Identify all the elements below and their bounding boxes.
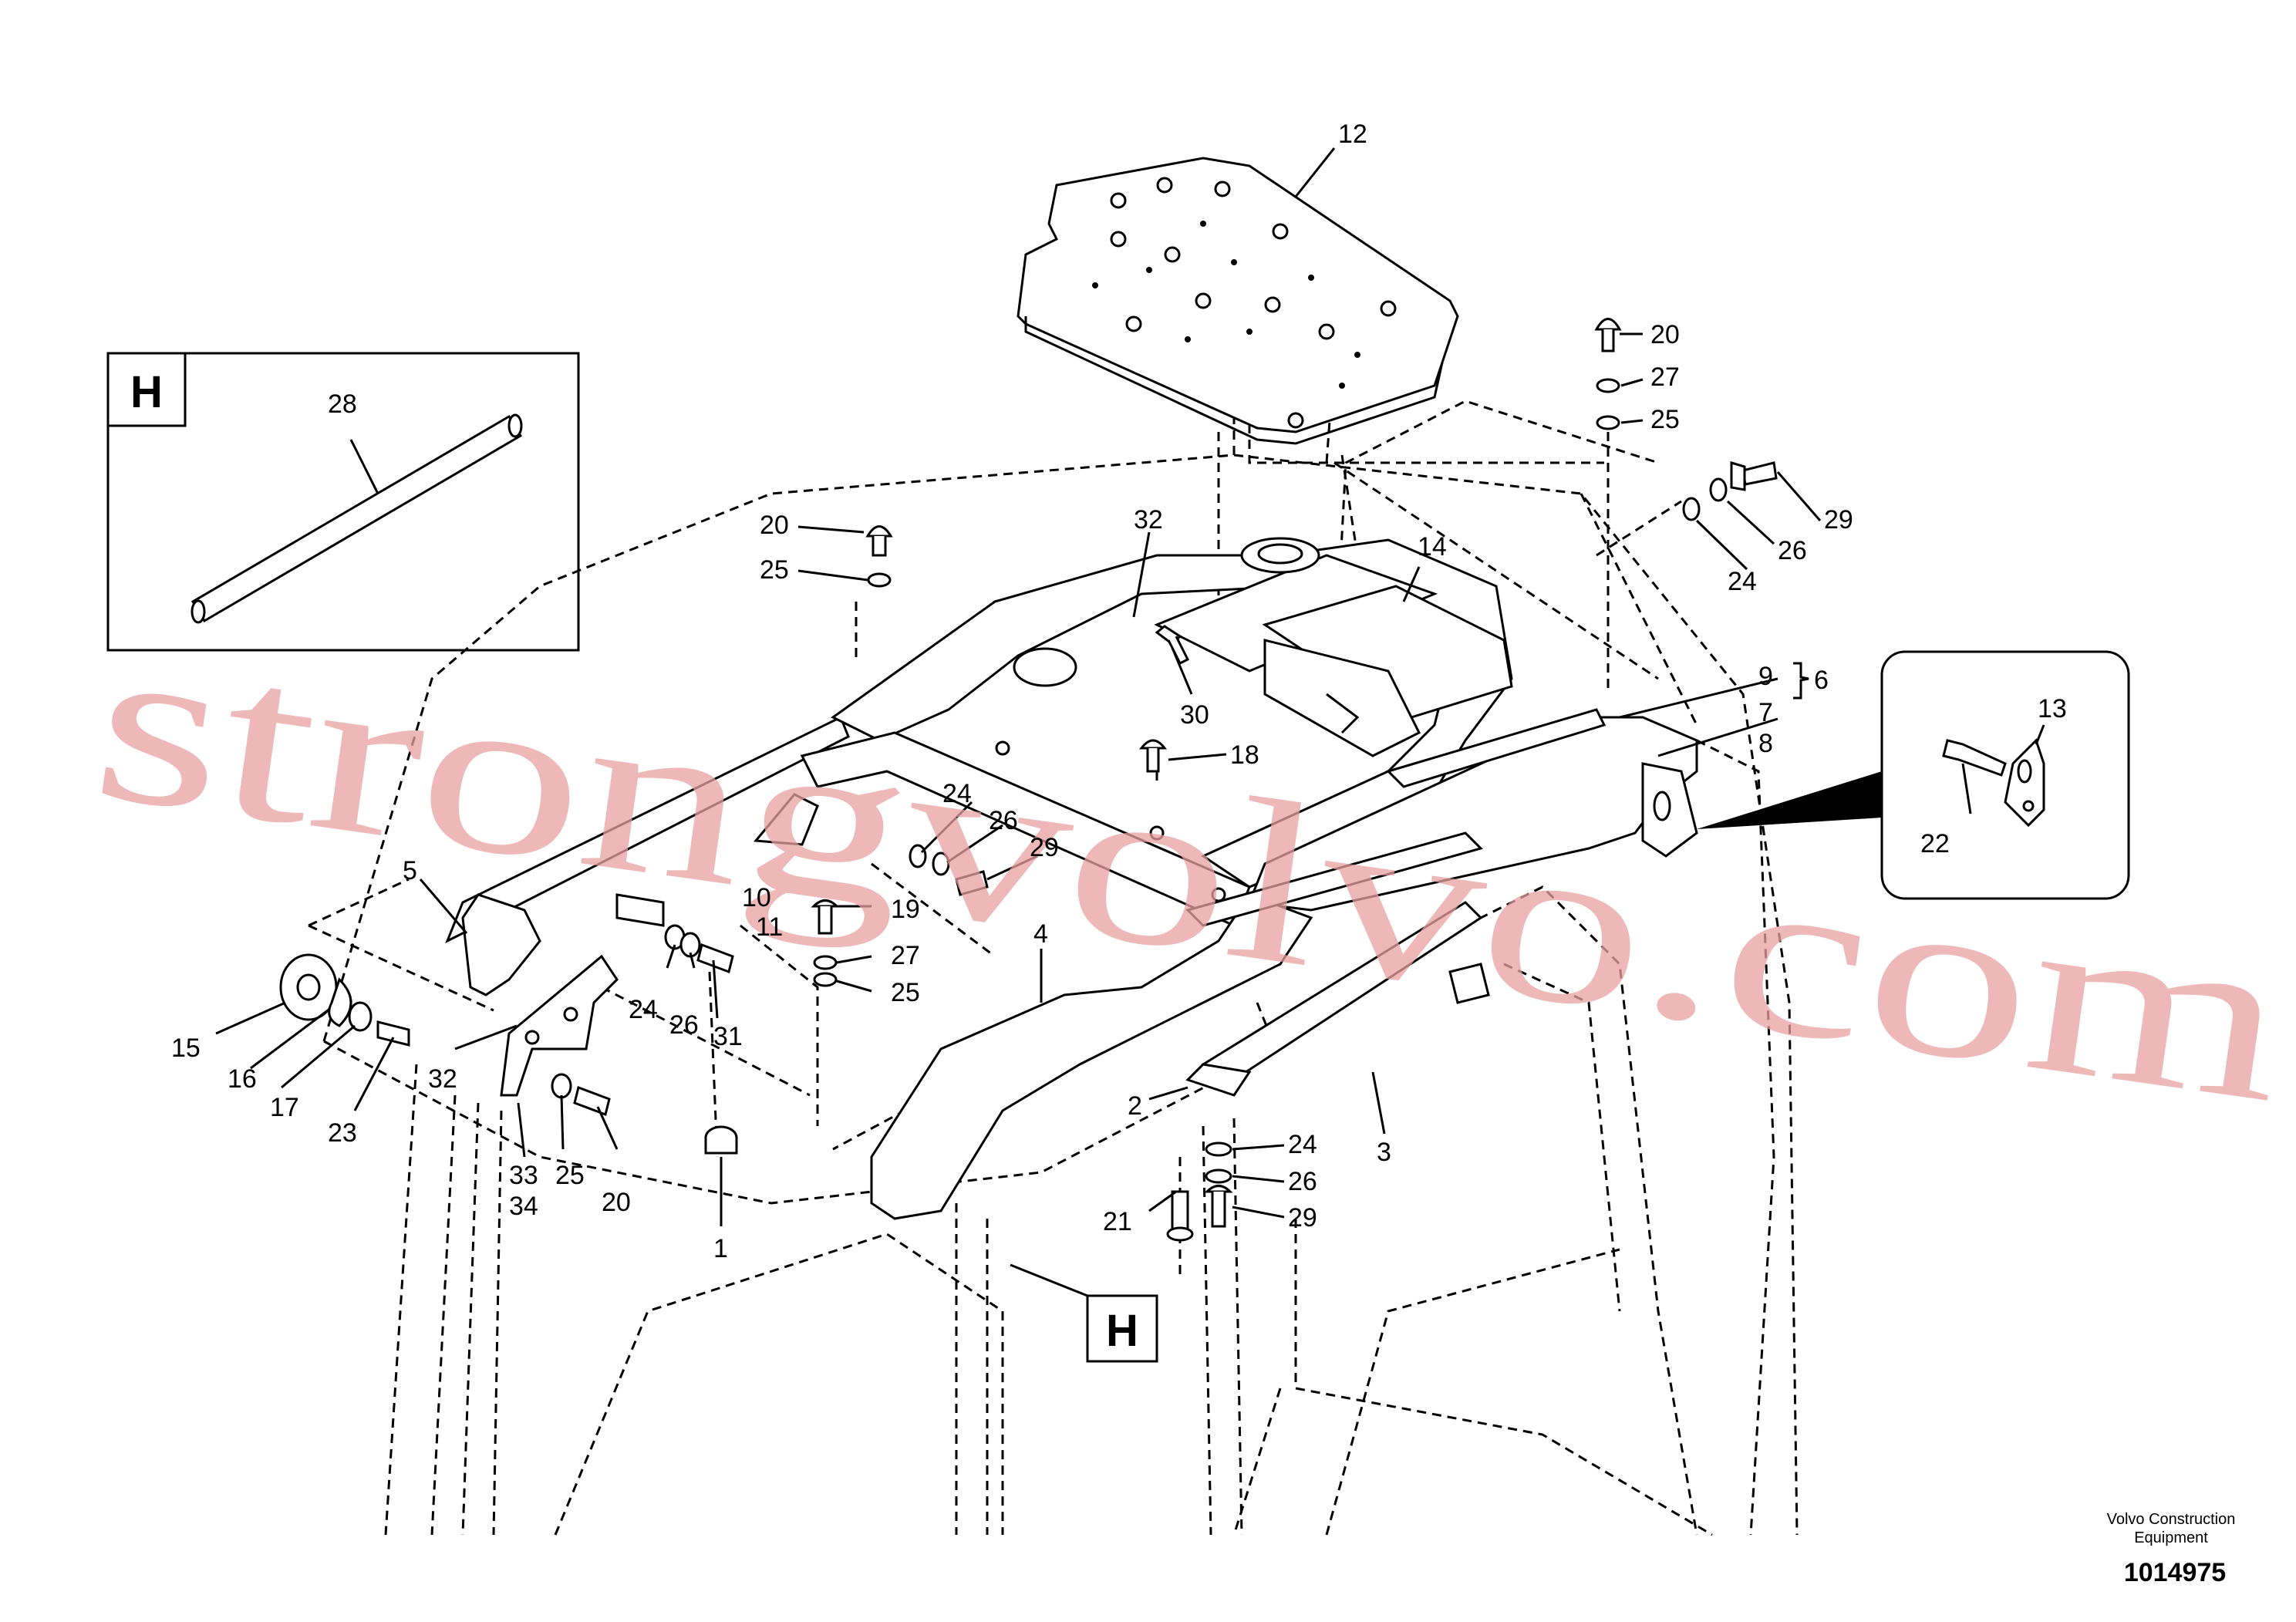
label-32-low: 32 [428, 1064, 457, 1094]
label-16: 16 [228, 1064, 257, 1094]
label-5: 5 [403, 856, 417, 885]
label-27-top: 27 [1650, 363, 1680, 392]
fasteners [811, 318, 2045, 1242]
leader-lines [215, 147, 2045, 1226]
label-15: 15 [171, 1034, 201, 1063]
detail-box-letter: H [130, 367, 163, 417]
label-20-left: 20 [760, 511, 789, 540]
label-8: 8 [1758, 729, 1773, 758]
brand-line-2: Equipment [2134, 1529, 2208, 1546]
label-30: 30 [1180, 700, 1209, 730]
label-11: 11 [756, 912, 783, 942]
label-3: 3 [1377, 1138, 1391, 1167]
label-26-right: 26 [1778, 536, 1807, 565]
label-19: 19 [891, 895, 920, 924]
label-25-mid: 25 [891, 978, 920, 1007]
label-14: 14 [1418, 532, 1447, 561]
label-22: 22 [1920, 829, 1950, 858]
roof-plate-12 [1017, 157, 1459, 445]
label-24-low-right: 24 [1288, 1130, 1317, 1159]
label-27-mid: 27 [891, 941, 920, 970]
label-26-mid: 26 [989, 806, 1018, 835]
brand-line-1: Volvo Construction [2107, 1511, 2236, 1528]
label-32-top: 32 [1134, 505, 1163, 534]
label-26-low-right: 26 [1288, 1167, 1317, 1196]
label-1: 1 [713, 1234, 728, 1263]
label-10: 10 [742, 883, 771, 912]
detail-ref-letter: H [1106, 1306, 1138, 1356]
label-12: 12 [1338, 120, 1367, 149]
label-26-low-left: 26 [669, 1010, 699, 1040]
label-28: 28 [328, 389, 357, 419]
label-25-low: 25 [555, 1161, 585, 1190]
label-21: 21 [1103, 1207, 1132, 1236]
roof-frame [445, 537, 1698, 1220]
label-20-top: 20 [1650, 320, 1680, 349]
label-2: 2 [1128, 1091, 1142, 1121]
label-4: 4 [1033, 919, 1048, 949]
label-29-mid: 29 [1030, 833, 1059, 862]
label-24-mid: 24 [942, 779, 972, 808]
label-17: 17 [270, 1093, 299, 1122]
label-25-top: 25 [1650, 405, 1680, 434]
label-29-right: 29 [1824, 505, 1853, 534]
label-23: 23 [328, 1118, 357, 1148]
label-9: 9 [1758, 662, 1773, 691]
left-bracket-parts [279, 893, 738, 1155]
label-34: 34 [509, 1192, 538, 1221]
label-7: 7 [1758, 698, 1773, 727]
reference-box-H: H [1010, 1263, 1158, 1363]
label-31: 31 [713, 1022, 743, 1051]
detail-callout-box [1697, 650, 2130, 900]
title-block: Volvo Construction Equipment 1014975 [2107, 1511, 2236, 1587]
label-20-low: 20 [602, 1188, 631, 1217]
detail-box-H: H [106, 352, 580, 652]
callout-labels: 12 20 27 25 29 26 24 28 20 25 32 14 30 1… [171, 120, 2067, 1263]
label-13: 13 [2038, 694, 2067, 723]
label-33: 33 [509, 1161, 538, 1190]
label-24-low-left: 24 [629, 995, 658, 1024]
label-25-left: 25 [760, 555, 789, 585]
label-24-right: 24 [1728, 567, 1757, 596]
label-29-low-right: 29 [1288, 1203, 1317, 1233]
label-6: 6 [1814, 666, 1829, 695]
label-18: 18 [1230, 740, 1259, 770]
drawing-number: 1014975 [2124, 1558, 2226, 1587]
